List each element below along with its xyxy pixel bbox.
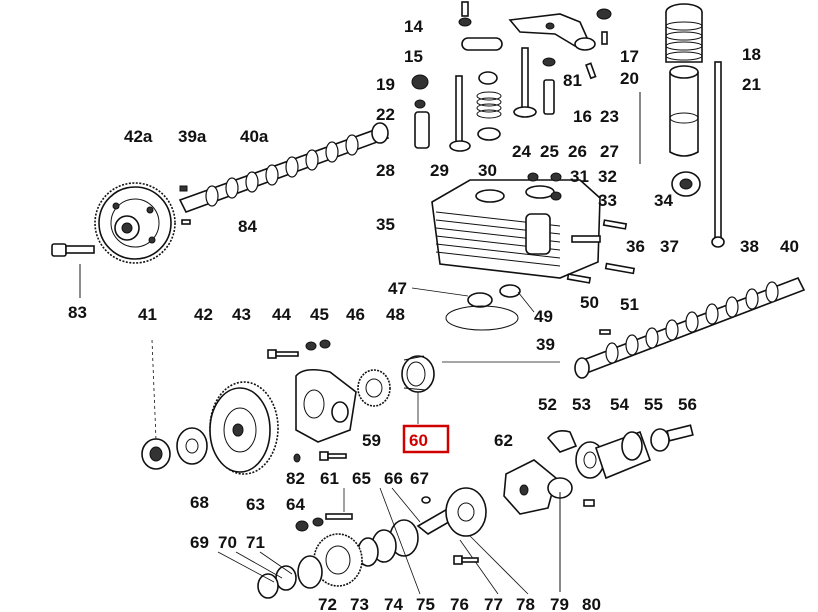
gasket-47 [411,284,535,331]
label-84: 84 [238,217,257,236]
highlight-frame-60 [402,424,450,454]
label-70: 70 [218,533,237,552]
label-79: 79 [550,595,569,612]
label-20: 20 [620,69,639,88]
label-81: 81 [563,71,582,90]
label-55: 55 [644,395,663,414]
label-33: 33 [598,191,617,210]
label-61: 61 [320,469,339,488]
label-49: 49 [534,307,553,326]
timing-gear-42a [94,182,176,264]
pump-assembly [503,424,694,592]
label-26: 26 [568,142,587,161]
label-43: 43 [232,305,251,324]
label-28: 28 [376,161,395,180]
camshaft-lower [574,276,806,379]
label-44: 44 [272,305,291,324]
label-60: 60 [409,431,428,450]
label-68: 68 [190,493,209,512]
label-37: 37 [660,237,679,256]
label-41: 41 [138,305,157,324]
label-24: 24 [512,142,531,161]
label-48: 48 [386,305,405,324]
cylinder-head [431,172,636,284]
label-46: 46 [346,305,365,324]
label-53: 53 [572,395,591,414]
label-73: 73 [350,595,369,612]
label-36: 36 [626,237,645,256]
part-labels: 14 15 19 22 42a 39a 40a 81 16 23 17 20 1… [68,17,799,612]
label-31: 31 [570,167,589,186]
label-50: 50 [580,293,599,312]
label-40: 40 [780,237,799,256]
label-82: 82 [286,469,305,488]
label-34: 34 [654,191,673,210]
label-22: 22 [376,105,395,124]
valve-train-parts [411,1,725,248]
label-51: 51 [620,295,639,314]
crankshaft-parts [79,264,529,599]
label-27: 27 [600,142,619,161]
label-54: 54 [610,395,629,414]
label-39a: 39a [178,127,207,146]
label-38: 38 [740,237,759,256]
label-21: 21 [742,75,761,94]
label-45: 45 [310,305,329,324]
label-65: 65 [352,469,371,488]
label-67: 67 [410,469,429,488]
label-19: 19 [376,75,395,94]
label-74: 74 [384,595,403,612]
label-72: 72 [318,595,337,612]
label-47: 47 [388,279,407,298]
label-14: 14 [404,17,423,36]
label-16: 16 [573,107,592,126]
label-32: 32 [598,167,617,186]
label-56: 56 [678,395,697,414]
label-18: 18 [742,45,761,64]
label-52: 52 [538,395,557,414]
label-59: 59 [362,431,381,450]
label-78: 78 [516,595,535,612]
label-80: 80 [582,595,601,612]
label-42a: 42a [124,127,153,146]
label-64: 64 [286,495,305,514]
label-17: 17 [620,47,639,66]
label-83: 83 [68,303,87,322]
label-63: 63 [246,495,265,514]
camshaft-upper [178,122,390,213]
label-42: 42 [194,305,213,324]
label-75: 75 [416,595,435,612]
label-71: 71 [246,533,265,552]
label-25: 25 [540,142,559,161]
label-15: 15 [404,47,423,66]
label-76: 76 [450,595,469,612]
label-35: 35 [376,215,395,234]
label-39: 39 [536,335,555,354]
drive-gears [141,339,560,475]
label-62: 62 [494,431,513,450]
label-66: 66 [384,469,403,488]
label-23: 23 [600,107,619,126]
label-77: 77 [484,595,503,612]
label-69: 69 [190,533,209,552]
bolt-83 [51,243,95,298]
label-29: 29 [430,161,449,180]
label-30: 30 [478,161,497,180]
label-40a: 40a [240,127,269,146]
